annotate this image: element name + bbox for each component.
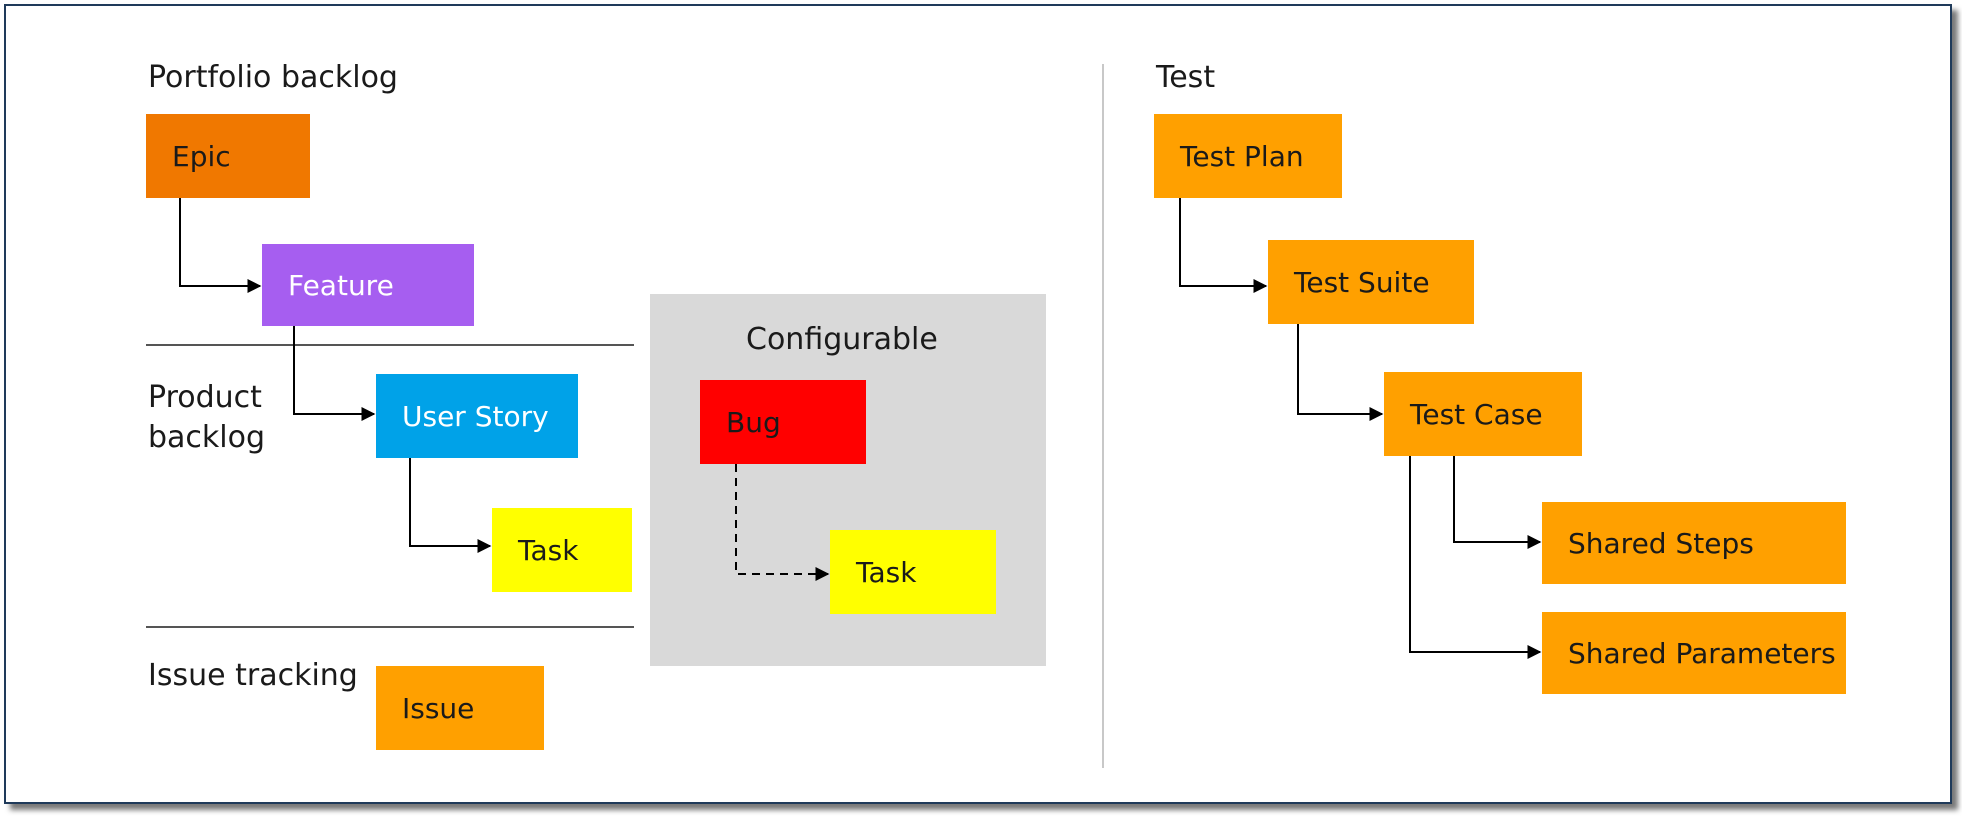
epic-box: Epic — [146, 114, 310, 198]
test-label: Test — [1156, 60, 1216, 95]
configurable-title: Configurable — [746, 322, 938, 357]
test-plan-box: Test Plan — [1154, 114, 1342, 198]
issue-box: Issue — [376, 666, 544, 750]
portfolio-backlog-label: Portfolio backlog — [148, 60, 398, 95]
user-story-box: User Story — [376, 374, 578, 458]
connector-layer — [179, 198, 1542, 659]
test-case-to-shared-steps-arrow — [1453, 456, 1542, 549]
test-suite-to-case-arrow — [1297, 324, 1384, 421]
test-case-to-shared-parameters-arrow — [1409, 456, 1542, 659]
diagram-frame: Portfolio backlog Product backlog Issue … — [4, 4, 1952, 804]
divider-test-section — [1102, 64, 1104, 768]
product-backlog-label: Product backlog — [148, 378, 265, 458]
user-story-to-task-arrow — [409, 458, 492, 553]
task-box: Task — [492, 508, 632, 592]
divider-portfolio-product — [146, 344, 634, 346]
divider-product-issue — [146, 626, 634, 628]
test-suite-box: Test Suite — [1268, 240, 1474, 324]
product-backlog-label-line2: backlog — [148, 420, 266, 455]
shared-steps-box: Shared Steps — [1542, 502, 1846, 584]
shared-parameters-box: Shared Parameters — [1542, 612, 1846, 694]
feature-box: Feature — [262, 244, 474, 326]
bug-box: Bug — [700, 380, 866, 464]
epic-to-feature-arrow — [179, 198, 262, 293]
test-case-box: Test Case — [1384, 372, 1582, 456]
configurable-task-box: Task — [830, 530, 996, 614]
product-backlog-label-line1: Product — [148, 380, 262, 415]
bug-to-task-dashed-arrow — [735, 464, 830, 581]
test-plan-to-suite-arrow — [1179, 198, 1268, 293]
feature-to-user-story-arrow — [293, 326, 376, 421]
issue-tracking-label: Issue tracking — [148, 658, 358, 693]
